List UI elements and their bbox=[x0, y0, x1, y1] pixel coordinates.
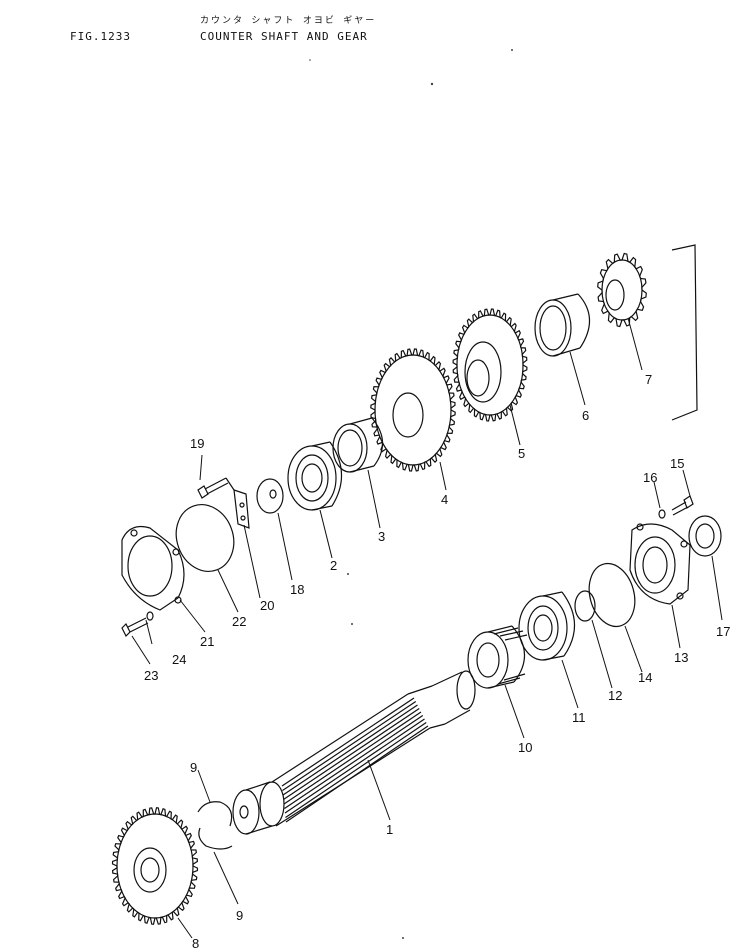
part-21-cover bbox=[121, 525, 185, 611]
leader-lines bbox=[131, 317, 723, 939]
callout-14: 14 bbox=[638, 670, 652, 685]
callout-6: 6 bbox=[582, 408, 589, 423]
callout-17: 17 bbox=[716, 624, 730, 639]
title-english: COUNTER SHAFT AND GEAR bbox=[200, 30, 368, 43]
callout-13: 13 bbox=[674, 650, 688, 665]
part-6-sleeve bbox=[534, 293, 591, 357]
callout-15: 15 bbox=[670, 456, 684, 471]
part-16-lock-washer bbox=[658, 509, 666, 519]
part-3-spacer bbox=[332, 417, 384, 473]
part-14-o-ring bbox=[588, 562, 636, 628]
callout-numbers: 7 6 5 4 3 2 18 19 20 22 21 24 23 15 16 1… bbox=[144, 372, 730, 950]
callout-22: 22 bbox=[232, 614, 246, 629]
figure-number: FIG.1233 bbox=[70, 30, 131, 43]
callout-24: 24 bbox=[172, 652, 186, 667]
callout-9-lower: 9 bbox=[236, 908, 243, 923]
callout-16: 16 bbox=[643, 470, 657, 485]
part-13-cage bbox=[629, 523, 691, 605]
callout-21: 21 bbox=[200, 634, 214, 649]
part-12-snap-ring bbox=[574, 590, 596, 622]
part-7-small-gear bbox=[597, 252, 647, 328]
callout-19: 19 bbox=[190, 436, 204, 451]
part-15-bolt bbox=[671, 495, 694, 516]
callout-18: 18 bbox=[290, 582, 304, 597]
part-1-counter-shaft bbox=[232, 670, 476, 835]
part-24-lock-washer bbox=[146, 611, 154, 621]
callout-10: 10 bbox=[518, 740, 532, 755]
callout-11: 11 bbox=[572, 710, 586, 725]
callout-2: 2 bbox=[330, 558, 337, 573]
callout-23: 23 bbox=[144, 668, 158, 683]
title-japanese: カウンタ シャフト オヨビ ギヤー bbox=[200, 16, 377, 26]
group-bracket bbox=[671, 244, 698, 421]
callout-20: 20 bbox=[260, 598, 274, 613]
part-10-roller-bearing bbox=[467, 625, 528, 689]
part-20-lock-plate bbox=[225, 477, 250, 529]
part-23-bolt bbox=[121, 617, 149, 638]
part-22-o-ring bbox=[175, 504, 235, 572]
callout-4: 4 bbox=[441, 492, 448, 507]
part-4-large-gear bbox=[370, 348, 456, 472]
scan-specks bbox=[309, 49, 513, 939]
callout-7: 7 bbox=[645, 372, 652, 387]
callout-3: 3 bbox=[378, 529, 385, 544]
part-17-oil-seal bbox=[688, 515, 722, 557]
part-19-bolt bbox=[197, 477, 229, 499]
callout-8: 8 bbox=[192, 936, 199, 950]
part-11-bearing bbox=[518, 591, 576, 661]
part-8-gear bbox=[111, 807, 199, 925]
callout-5: 5 bbox=[518, 446, 525, 461]
part-5-gear bbox=[452, 308, 528, 422]
part-18-washer bbox=[256, 478, 284, 514]
part-9-snap-ring-lower bbox=[198, 827, 233, 850]
part-2-bearing bbox=[287, 441, 343, 511]
callout-1: 1 bbox=[386, 822, 393, 837]
part-9-snap-ring-upper bbox=[197, 801, 233, 827]
callout-12: 12 bbox=[608, 688, 622, 703]
callout-9-upper: 9 bbox=[190, 760, 197, 775]
